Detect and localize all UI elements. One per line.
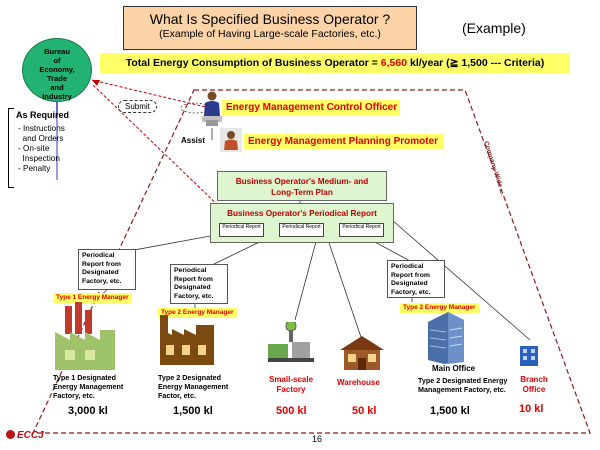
facility-2-amount: 1,500 kl — [173, 405, 213, 417]
bureau-line: of — [53, 56, 61, 65]
company-wide-label: Company-Wide Energy Management System — [482, 140, 502, 275]
note-report-3: Periodical Report from Designated Factor… — [387, 260, 445, 298]
bureau-line: Bureau — [44, 47, 70, 56]
mini-report: Periodical Report — [339, 223, 384, 237]
submit-label: Submit — [118, 100, 157, 113]
mini-report: Periodical Report — [279, 223, 324, 237]
factory-icon — [55, 302, 115, 370]
facility-1-desc: Type 1 Designated Energy Management Fact… — [53, 373, 124, 400]
line-small — [294, 233, 319, 321]
small-scale-factory-icon — [268, 322, 314, 362]
slide-title: What Is Specified Business Operator ? — [149, 11, 391, 27]
company-boundary — [32, 89, 591, 434]
page-number: 16 — [312, 434, 323, 444]
facility-3-label: Small-scale Factory — [268, 375, 314, 394]
line-warehouse — [325, 233, 363, 341]
facility-4-amount: 50 kl — [352, 405, 377, 417]
type1-energy-manager: Type 1 Energy Manager — [53, 293, 132, 303]
submit-arrow — [91, 79, 211, 109]
example-label: (Example) — [462, 20, 526, 36]
line-branch — [384, 213, 531, 341]
bureau-ellipse: Bureau of Economy, Trade and Industry — [22, 38, 92, 102]
facility-6-label: Branch Office — [520, 375, 548, 394]
vertical-label-svg: Company-Wide Energy Management System — [482, 140, 502, 275]
main-office-title: Main Office — [432, 364, 476, 373]
office-building-icon — [428, 312, 464, 364]
as-required-label: As Required — [16, 110, 70, 120]
facility-4-label: Warehouse — [337, 378, 380, 387]
officer-person-icon — [202, 91, 222, 126]
bureau-line: Trade — [46, 74, 67, 83]
bureau-line: and — [50, 83, 64, 92]
facility-3-amount: 500 kl — [276, 405, 307, 417]
eccj-logo: ECCJ — [6, 430, 44, 441]
planning-promoter-label: Energy Management Planning Promoter — [244, 134, 444, 149]
logo-text: ECCJ — [17, 430, 44, 441]
type2-energy-manager-b: Type 2 Energy Manager — [400, 303, 479, 313]
bureau-line: Economy, — [39, 65, 75, 74]
logo-dot-icon — [6, 430, 15, 439]
total-suffix: kl/year (≧ 1,500 --- Criteria) — [407, 57, 545, 69]
note-report-1: Periodical Report from Designated Factor… — [78, 249, 136, 290]
facility-6-amount: 10 kl — [519, 403, 544, 415]
facility-5-desc: Type 2 Designated Energy Management Fact… — [418, 376, 508, 394]
plan-line1: Business Operator's Medium- and — [235, 177, 369, 186]
facility-5-amount: 1,500 kl — [430, 405, 470, 417]
control-officer-label: Energy Management Control Officer — [222, 100, 400, 115]
facility-2-desc: Type 2 Designated Energy Management Fact… — [158, 373, 229, 400]
total-prefix: Total Energy Consumption of Business Ope… — [125, 57, 381, 69]
promoter-person-icon — [220, 128, 242, 152]
periodical-report-box: Business Operator's Periodical Report Pe… — [210, 203, 394, 243]
total-value: 6,560 — [380, 57, 408, 69]
mini-report: Periodical Report — [219, 223, 264, 237]
warehouse-icon — [340, 336, 384, 370]
facility-1-amount: 3,000 kl — [68, 405, 108, 417]
plan-line2: Long-Term Plan — [271, 188, 333, 197]
medium-long-term-plan: Business Operator's Medium- and Long-Ter… — [217, 171, 387, 201]
note-report-2: Periodical Report from Designated Factor… — [170, 264, 228, 304]
branch-office-icon — [520, 346, 538, 366]
title-box: What Is Specified Business Operator ? (E… — [123, 6, 417, 50]
assist-label: Assist — [181, 136, 206, 145]
report-arrow — [91, 83, 226, 213]
total-consumption: Total Energy Consumption of Business Ope… — [100, 53, 570, 73]
arrow-head — [92, 80, 100, 86]
small-factory-icon — [160, 315, 214, 365]
instructions-list: - Instructions and Orders - On-site Insp… — [18, 124, 65, 173]
bureau-line: Industry — [42, 92, 72, 101]
slide-subtitle: (Example of Having Large-scale Factories… — [159, 28, 381, 40]
bracket — [8, 108, 14, 188]
type2-energy-manager-a: Type 2 Energy Manager — [158, 308, 237, 318]
periodical-report-title: Business Operator's Periodical Report — [227, 209, 377, 218]
